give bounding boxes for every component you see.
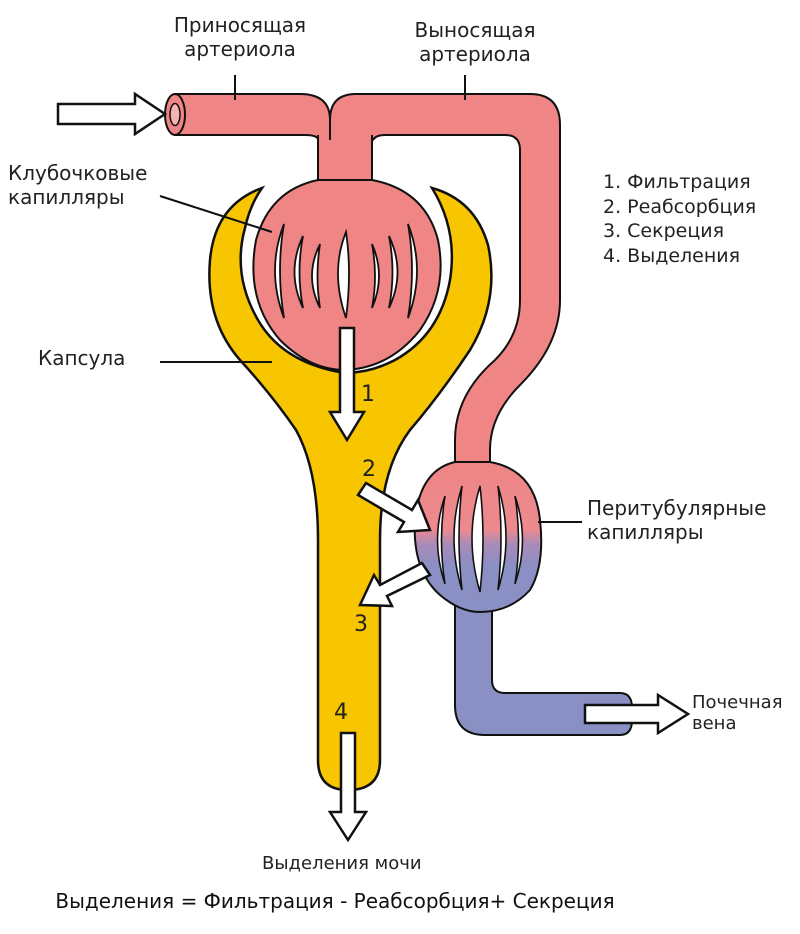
step-number-3: 3 (354, 612, 368, 637)
legend-item: 3. Секреция (603, 220, 725, 242)
bowman-capsule (208, 185, 493, 792)
leader-glomerular (159, 195, 273, 233)
inflow-arrow (56, 91, 168, 137)
arrow-reabsorption (356, 481, 432, 534)
glomerulus-stem (318, 140, 372, 180)
step-number-1: 1 (361, 382, 375, 407)
efferent-arteriole-label: Выносящая артериола (414, 18, 536, 66)
arrow-secretion (358, 561, 432, 608)
renal-vein-label: Почечная вена (692, 692, 783, 734)
legend-item: 2. Реабсорбция (603, 195, 757, 218)
afferent-lumen (169, 102, 181, 127)
outflow-arrow (583, 692, 691, 736)
step-number-2: 2 (362, 457, 376, 482)
peritubular-capillaries-label: Перитубулярные капилляры (587, 496, 767, 544)
afferent-arteriole (174, 93, 331, 151)
afferent-arteriole-label: Приносящая артериола (173, 13, 307, 61)
step-number-4: 4 (334, 700, 348, 725)
glomerular-loops (274, 223, 418, 319)
glomerular-capillaries-label: Клубочковые капилляры (8, 161, 148, 209)
legend-item: 4. Выделения (603, 244, 741, 267)
peritubular-loops (436, 485, 524, 593)
process-legend: 1. Фильтрация 2. Реабсорбция 3. Секреция… (603, 170, 756, 268)
legend-item: 1. Фильтрация (603, 171, 751, 193)
excretion-formula: Выделения = Фильтрация - Реабсорбция+ Се… (55, 889, 615, 913)
arrow-filtration (327, 326, 367, 443)
urine-label: Выделения мочи (262, 853, 422, 874)
capsule-label: Капсула (38, 346, 126, 370)
arrow-excretion (327, 731, 369, 843)
